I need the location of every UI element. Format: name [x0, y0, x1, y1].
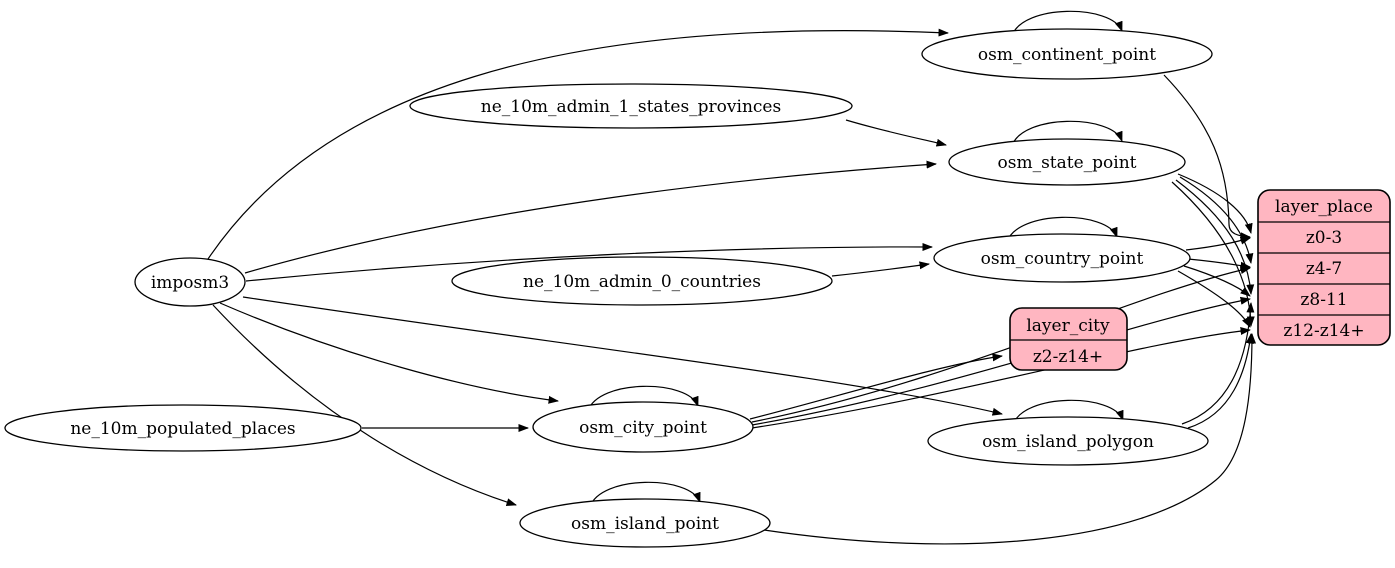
node-layer_city: layer_city z2-z14+ — [1009, 307, 1128, 371]
edge-osm_country_point-layer_place-z12 — [1177, 270, 1251, 328]
ne_10m_admin_0_countries-label: ne_10m_admin_0_countries — [523, 272, 761, 292]
osm_island_polygon-ellipse — [927, 416, 1209, 466]
node-osm_island_point: osm_island_point — [519, 498, 771, 548]
edge-imposm3-osm_island_point — [212, 304, 517, 506]
osm_country_point-ellipse — [933, 233, 1191, 283]
imposm3-label: imposm3 — [151, 273, 229, 293]
edge-osm_country_point-layer_place-z0-3 — [1185, 236, 1251, 251]
edge-selfloop-osm_island_point — [589, 481, 701, 508]
ne_10m_populated_places-ellipse — [4, 404, 362, 452]
edge-selfloop-osm_state_point — [1011, 120, 1123, 147]
node-ne_10m_populated_places: ne_10m_populated_places — [4, 404, 362, 452]
edge-osm_city_point-layer_city-z2 — [749, 353, 1003, 420]
layer_place-title: layer_place — [1275, 197, 1373, 217]
osm_island_polygon-label: osm_island_polygon — [982, 432, 1154, 452]
node-layer_place: layer_place z0-3 z4-7 z8-11 z12-z14+ — [1257, 189, 1391, 346]
osm_continent_point-ellipse — [921, 28, 1213, 80]
ne_10m_populated_places-label: ne_10m_populated_places — [70, 419, 295, 439]
node-osm_continent_point: osm_continent_point — [921, 28, 1213, 80]
nodes-group: imposm3 ne_10m_admin_1_states_provinces … — [4, 28, 1213, 548]
osm_city_point-ellipse — [532, 401, 754, 453]
node-imposm3: imposm3 — [134, 257, 246, 307]
edge-imposm3-osm_state_point — [244, 160, 937, 274]
node-osm_state_point: osm_state_point — [948, 138, 1186, 186]
edge-imposm3-osm_island_polygon — [242, 296, 1003, 416]
osm_island_point-ellipse — [519, 498, 771, 548]
node-osm_city_point: osm_city_point — [532, 401, 754, 453]
edge-osm_state_point-layer_place-z0-3 — [1177, 173, 1253, 234]
node-ne_10m_admin_0_countries: ne_10m_admin_0_countries — [451, 256, 833, 306]
edge-ne_10m_admin_1_states_provinces-osm_state_point — [845, 119, 947, 147]
edge-osm_country_point-layer_place-z4-7 — [1187, 258, 1251, 270]
layer_place-row-z8-11: z8-11 — [1300, 290, 1347, 310]
ne_10m_admin_0_countries-ellipse — [451, 256, 833, 306]
imposm3-ellipse — [134, 257, 246, 307]
ne_10m_admin_1_states_provinces-label: ne_10m_admin_1_states_provinces — [481, 97, 781, 117]
osm_state_point-label: osm_state_point — [998, 153, 1137, 173]
edge-imposm3-osm_city_point — [219, 302, 559, 404]
edge-osm_country_point-layer_place-z8-11 — [1183, 265, 1251, 297]
node-ne_10m_admin_1_states_provinces: ne_10m_admin_1_states_provinces — [409, 83, 853, 129]
layer_place-row-z12-z14: z12-z14+ — [1283, 321, 1364, 341]
edge-ne_10m_admin_0_countries-osm_country_point — [831, 261, 930, 277]
edge-osm_island_point-layer_place-z12 — [763, 333, 1256, 545]
layer_place-box — [1257, 189, 1391, 346]
node-osm_island_polygon: osm_island_polygon — [927, 416, 1209, 466]
edge-osm_city_point-layer_place-z12 — [751, 327, 1251, 429]
ne_10m_admin_1_states_provinces-ellipse — [409, 83, 853, 129]
edge-osm_state_point-layer_place-z8-11 — [1175, 179, 1255, 295]
edge-osm_continent_point-layer_place-z0-3 — [1163, 74, 1251, 241]
osm_island_point-label: osm_island_point — [571, 514, 719, 534]
osm_city_point-label: osm_city_point — [579, 418, 707, 438]
edge-selfloop-osm_continent_point — [1011, 10, 1123, 37]
layer_city-box — [1009, 307, 1128, 371]
edge-osm_city_point-layer_place-z8-11 — [751, 296, 1251, 426]
osm_country_point-label: osm_country_point — [981, 249, 1144, 269]
layer_city-row-z2-z14: z2-z14+ — [1033, 347, 1103, 367]
layer_place-row-z0-3: z0-3 — [1306, 228, 1342, 248]
edge-selfloop-osm_city_point — [587, 385, 699, 412]
edge-osm_island_polygon-layer_place-z12 — [1187, 333, 1254, 429]
osm_state_point-ellipse — [948, 138, 1186, 186]
osm_continent_point-label: osm_continent_point — [978, 45, 1156, 65]
node-osm_country_point: osm_country_point — [933, 233, 1191, 283]
layer_place-row-z4-7: z4-7 — [1306, 259, 1342, 279]
edge-imposm3-osm_continent_point — [205, 28, 949, 263]
layer_city-title: layer_city — [1026, 316, 1110, 336]
edge-osm_state_point-layer_place-z4-7 — [1179, 176, 1254, 264]
edge-imposm3-osm_country_point — [245, 242, 933, 282]
record-nodes-group: layer_city z2-z14+ layer_place z0-3 z4-7… — [1009, 189, 1391, 371]
edge-selfloop-osm_island_polygon — [1012, 399, 1124, 426]
edge-osm_island_polygon-layer_place-z8-11 — [1181, 302, 1255, 425]
edge-selfloop-osm_country_point — [1006, 216, 1118, 243]
